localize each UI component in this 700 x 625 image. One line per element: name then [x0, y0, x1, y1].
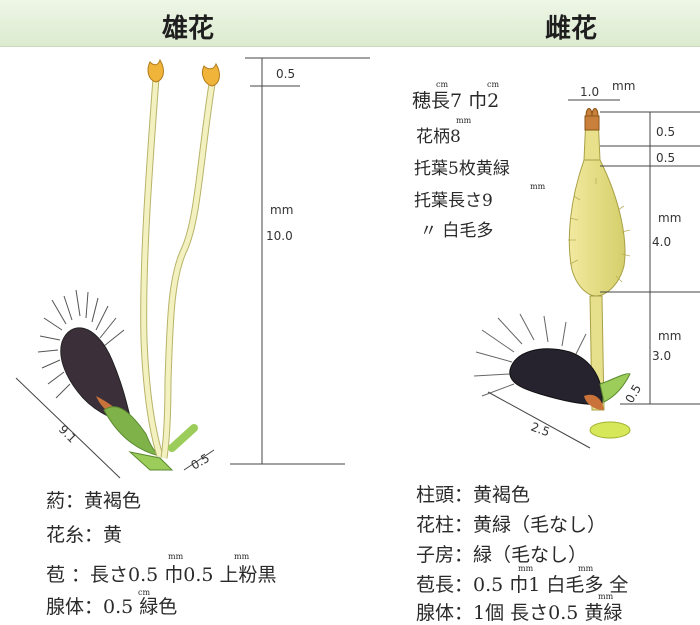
female-dim-5: 0.5 — [622, 382, 644, 406]
female-bract-hairs — [473, 313, 587, 397]
male-note-anther: 葯：黄褐色 — [46, 490, 142, 512]
female-dim-width: 1.0 — [580, 85, 599, 99]
female-ovary — [568, 159, 626, 297]
male-note-unit-1: mm — [168, 552, 184, 561]
female-stigma-tip — [584, 115, 600, 131]
male-filament-1 — [141, 77, 163, 457]
header-bar — [0, 0, 700, 47]
female-dim-unit-2: mm — [658, 329, 681, 343]
female-spec-unit-4: mm — [530, 182, 546, 191]
female-note-gland: 腺体：1個 長さ0.5 黄緑 — [416, 602, 623, 624]
male-dim-unit: mm — [270, 203, 293, 217]
female-dim-2: 0.5 — [656, 151, 675, 165]
male-dim-bract: 9.1 — [56, 422, 79, 445]
female-spec-unit-3: mm — [456, 116, 472, 125]
female-spec-1: 穂長7 巾2 — [412, 90, 500, 112]
female-ovary-hairs — [568, 178, 631, 283]
male-note-filament: 花糸：黄 — [46, 524, 123, 546]
female-spec-4: 托葉長さ9 — [414, 191, 493, 211]
female-dim-4: 3.0 — [652, 349, 671, 363]
male-note-gland: 腺体：0.5 緑色 — [46, 596, 178, 618]
female-dim-bract: 2.5 — [529, 420, 552, 440]
male-bract-hairs — [37, 289, 125, 399]
male-base — [128, 451, 174, 471]
female-flower-drawing: 1.0 mm 0.5 0.5 mm 4.0 mm 3.0 0.5 2.5 — [473, 79, 700, 449]
female-note-unit-1: mm — [518, 564, 534, 573]
female-dim-3: 4.0 — [652, 235, 671, 249]
male-note-unit-2: mm — [234, 552, 250, 561]
male-dim-top: 0.5 — [276, 67, 295, 81]
female-note-unit-3: mm — [598, 592, 614, 601]
male-anther-1 — [147, 58, 164, 83]
male-flower-title: 雄花 — [162, 14, 215, 44]
female-spec-5: 〃 白毛多 — [420, 221, 494, 241]
female-note-stigma: 柱頭：黄褐色 — [416, 484, 531, 506]
female-flower-title: 雌花 — [545, 14, 598, 44]
female-spec-unit-1: cm — [436, 80, 449, 89]
male-dimension-lines — [15, 57, 370, 479]
male-note-unit-3: cm — [138, 588, 151, 597]
male-dim-main: 10.0 — [266, 229, 293, 243]
female-stigma — [585, 108, 599, 117]
male-filament-2 — [161, 83, 215, 459]
female-dimension-lines — [487, 99, 700, 449]
female-dim-width-unit: mm — [612, 79, 635, 93]
female-note-style: 花柱：黄緑（毛なし） — [416, 514, 607, 536]
male-anther-2 — [201, 62, 220, 87]
female-spec-unit-2: cm — [487, 80, 500, 89]
female-spec-2: 花柄8 — [416, 127, 461, 147]
female-spec-3: 托葉5枚黄緑 — [414, 159, 510, 179]
female-leaflet — [599, 373, 631, 403]
female-dim-1: 0.5 — [656, 125, 675, 139]
female-dim-unit-1: mm — [658, 211, 681, 225]
male-gland — [103, 406, 161, 457]
male-stub — [168, 424, 198, 452]
male-note-bract: 苞 ：長さ0.5 巾0.5 上粉黒 — [46, 564, 277, 586]
female-note-ovary: 子房：緑（毛なし） — [416, 544, 588, 566]
female-note-unit-2: mm — [578, 564, 594, 573]
male-flower-drawing: 0.5 mm 10.0 0.5 9.1 — [15, 57, 370, 479]
female-note-bract: 苞長：0.5 巾1 白毛多 全 — [416, 574, 629, 596]
female-gland — [589, 421, 631, 439]
female-bract-base — [584, 394, 604, 410]
